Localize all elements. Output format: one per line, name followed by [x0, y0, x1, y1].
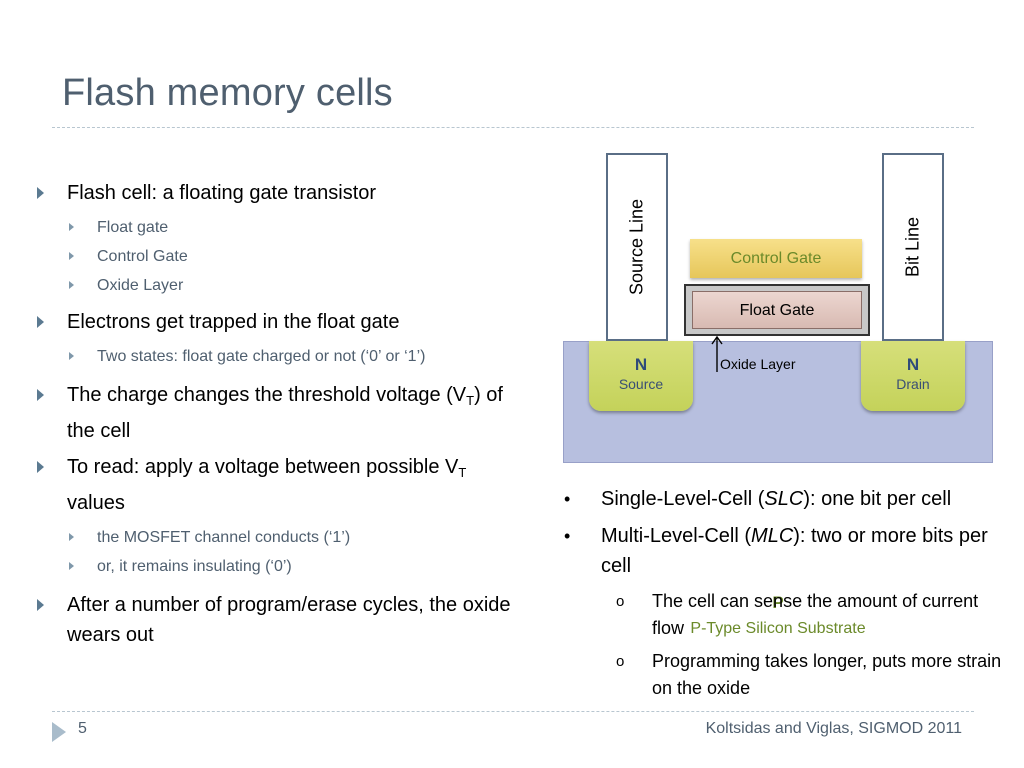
oxide-arrow-icon: [711, 335, 723, 372]
bullet-arrow-icon: [37, 461, 44, 473]
sub-bullet-arrow-icon: [69, 352, 74, 360]
bullet-to-read: To read: apply a voltage between possibl…: [34, 452, 514, 518]
title-divider: [52, 127, 974, 128]
bit-line-label: Bit Line: [902, 216, 923, 278]
footer-divider: [52, 711, 974, 712]
p-label: P: [772, 593, 784, 612]
bullet-arrow-icon: [37, 389, 44, 401]
sub-bullet-arrow-icon: [69, 533, 74, 541]
footer-credit: Koltsidas and Viglas, SIGMOD 2011: [705, 720, 962, 737]
sub-bullet-float-gate: Float gate: [34, 212, 514, 243]
left-bullet-list: Flash cell: a floating gate transistor F…: [34, 178, 514, 656]
source-line-label: Source Line: [626, 198, 647, 296]
right-bullet-list: • Single-Level-Cell (SLC): one bit per c…: [560, 484, 1010, 708]
sub-bullet-arrow-icon: [69, 223, 74, 231]
bullet-oxide-wears-out: After a number of program/erase cycles, …: [34, 590, 514, 650]
oxide-layer-label: Oxide Layer: [720, 356, 796, 372]
sub-bullet-insulating: or, it remains insulating (‘0’): [34, 551, 514, 582]
sub-bullet-arrow-icon: [69, 252, 74, 260]
substrate-label: P-Type Silicon Substrate: [690, 620, 866, 637]
sub-bullet-circle-icon: o: [616, 653, 625, 670]
bit-line-pillar: Bit Line: [882, 153, 944, 341]
sub-bullet-oxide-layer: Oxide Layer: [34, 270, 514, 301]
sub-bullet-programming-longer: o Programming takes longer, puts more st…: [560, 648, 1010, 702]
bullet-arrow-icon: [37, 599, 44, 611]
sub-bullet-arrow-icon: [69, 562, 74, 570]
footer-arrow-icon: [52, 722, 66, 742]
sub-bullet-mosfet-conducts: the MOSFET channel conducts (‘1’): [34, 522, 514, 553]
bullet-arrow-icon: [37, 187, 44, 199]
control-gate: Control Gate: [690, 239, 862, 278]
bullet-slc: • Single-Level-Cell (SLC): one bit per c…: [560, 484, 1010, 514]
sub-bullet-control-gate: Control Gate: [34, 241, 514, 272]
flash-cell-diagram: P P-Type Silicon Substrate N Source N Dr…: [560, 150, 1000, 637]
sub-bullet-arrow-icon: [69, 281, 74, 289]
drain-n-region: N Drain: [861, 341, 965, 411]
source-n-region: N Source: [589, 341, 693, 411]
bullet-dot-icon: •: [564, 489, 571, 509]
bullet-arrow-icon: [37, 316, 44, 328]
sub-bullet-two-states: Two states: float gate charged or not (‘…: [34, 341, 514, 372]
oxide-enclosure: Float Gate: [684, 284, 870, 336]
slide-title: Flash memory cells: [62, 72, 393, 114]
bullet-mlc: • Multi-Level-Cell (MLC): two or more bi…: [560, 521, 1010, 581]
bullet-threshold-voltage: The charge changes the threshold voltage…: [34, 380, 514, 446]
float-gate: Float Gate: [692, 291, 862, 329]
page-number: 5: [78, 720, 87, 737]
sub-bullet-sense-current: o The cell can sense the amount of curre…: [560, 588, 1010, 642]
bullet-flash-cell: Flash cell: a floating gate transistor: [34, 178, 514, 208]
bullet-dot-icon: •: [564, 526, 571, 546]
source-line-pillar: Source Line: [606, 153, 668, 341]
sub-bullet-circle-icon: o: [616, 593, 625, 610]
bullet-electrons-trapped: Electrons get trapped in the float gate: [34, 307, 514, 337]
